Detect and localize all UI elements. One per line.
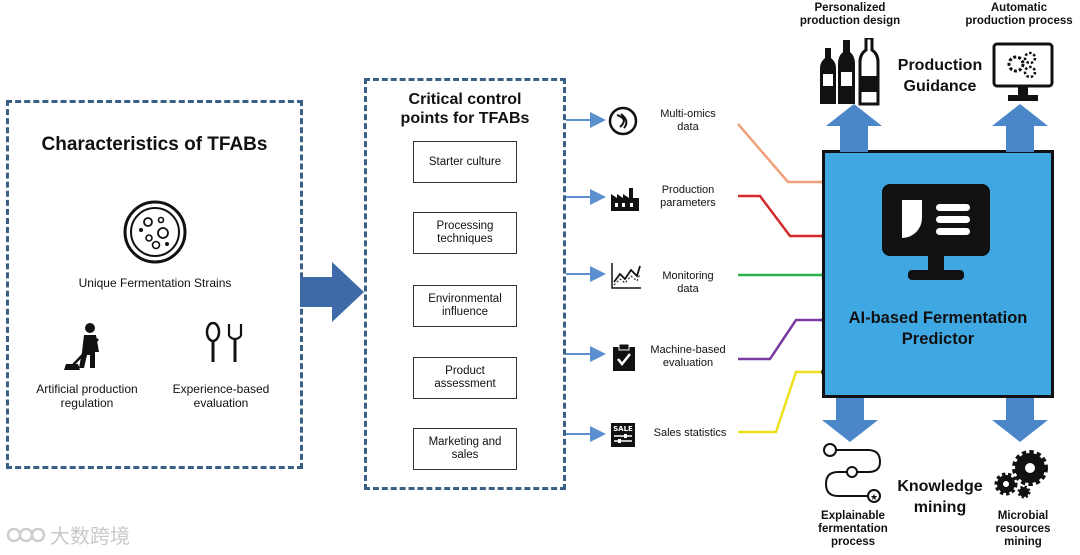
wire-machine (738, 318, 824, 361)
flow-arrow-right (300, 262, 364, 322)
ccp-box-starter-culture: Starter culture (413, 141, 517, 183)
arrow-down-left (822, 398, 878, 442)
evaluation-label: Experience-based evaluation (172, 382, 270, 410)
dna-circle-icon (608, 106, 638, 136)
strain-label: Unique Fermentation Strains (78, 276, 232, 290)
petri-dish-icon (123, 200, 187, 264)
arrow-up-left (826, 104, 882, 152)
line-chart-icon (611, 263, 641, 289)
watermark-logo-icon (6, 527, 46, 542)
explainable-process-label: Explainable fermentation process (818, 510, 888, 548)
arrow-up-right (992, 104, 1048, 152)
wire-multiomics (737, 123, 824, 184)
monitor-chart-icon (882, 184, 990, 280)
arrow-down-right (992, 398, 1048, 442)
wire-production (738, 194, 824, 238)
svg-text:★: ★ (870, 493, 878, 503)
wire-sales (738, 370, 824, 434)
utensils-icon (205, 322, 243, 362)
critical-control-title: Critical control points for TFABs (400, 91, 530, 127)
microbial-resources-label: Microbial resources mining (995, 510, 1051, 548)
data-source-sales: Sales statistics (653, 427, 727, 439)
process-path-icon: ★ (823, 443, 882, 503)
factory-icon (611, 188, 639, 211)
watermark-text: 大数跨境 (50, 526, 130, 548)
svg-text:SALE: SALE (613, 425, 633, 433)
regulation-label: Artificial production regulation (36, 382, 138, 410)
characteristics-title: Characteristics of TFABs (41, 134, 268, 155)
critical-control-panel (364, 78, 566, 490)
clipboard-check-icon (613, 344, 635, 371)
gears-cluster-icon (994, 450, 1048, 499)
monitor-gears-icon (992, 42, 1054, 101)
worker-sweeping-icon (64, 323, 99, 370)
ai-predictor-label: AI-based Fermentation Predictor (848, 309, 1028, 348)
sale-board-icon: SALE (611, 423, 635, 447)
watermark: 大数跨境 (6, 520, 130, 549)
bottles-icon (820, 38, 880, 106)
